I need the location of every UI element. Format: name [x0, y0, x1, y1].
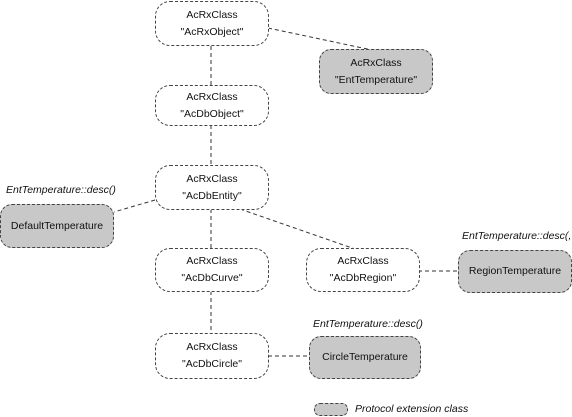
- acdbregion-line1: AcRxClass: [337, 255, 389, 267]
- acdbcurve-line2: "AcDbCurve": [181, 272, 243, 284]
- acdbobject-line1: AcRxClass: [186, 90, 238, 103]
- acdbentity-line1: AcRxClass: [186, 172, 238, 185]
- legend-label: Protocol extension class: [355, 403, 469, 415]
- link-acdbentity-acdbregion: [239, 208, 356, 250]
- acrxobject-line2: "AcRxObject": [180, 25, 244, 38]
- acrxobject-line1: AcRxClass: [186, 8, 238, 21]
- circletemperature-node: CircleTemperature: [309, 336, 421, 379]
- acdbcircle-line2: "AcDbCircle": [182, 358, 242, 370]
- enttemperature-line1: AcRxClass: [350, 56, 402, 69]
- enttemperature-line2: "EntTemperature": [334, 73, 418, 86]
- acdbentity-line2: "AcDbEntity": [182, 189, 242, 202]
- defaulttemperature-node: DefaultTemperature: [0, 204, 114, 248]
- circletemperature-label: CircleTemperature: [322, 351, 408, 363]
- acdbcurve-line1: AcRxClass: [186, 255, 238, 267]
- link-acdbentity-defaulttemperature: [113, 199, 156, 213]
- acdbcurve-node: AcRxClass "AcDbCurve": [155, 248, 269, 292]
- defaulttemperature-label: DefaultTemperature: [10, 219, 104, 232]
- enttemperature-node: AcRxClass "EntTemperature": [319, 49, 433, 94]
- default-desc-label: EntTemperature::desc(): [6, 184, 116, 196]
- acdbregion-line2: "AcDbRegion": [329, 272, 397, 284]
- regiontemperature-label: RegionTemperature: [468, 265, 562, 277]
- acdbcircle-node: AcRxClass "AcDbCircle": [155, 333, 269, 379]
- acdbregion-node: AcRxClass "AcDbRegion": [306, 248, 420, 292]
- regiontemperature-node: RegionTemperature: [458, 250, 572, 293]
- link-acrxobject-enttemperature: [267, 27, 373, 51]
- acrxobject-node: AcRxClass "AcRxObject": [155, 1, 269, 46]
- acdbentity-node: AcRxClass "AcDbEntity": [155, 165, 269, 210]
- circle-desc-label: EntTemperature::desc(): [313, 318, 423, 330]
- acdbobject-line2: "AcDbObject": [180, 107, 244, 120]
- acdbobject-node: AcRxClass "AcDbObject": [155, 85, 269, 126]
- region-desc-label: EntTemperature::desc(,: [462, 230, 572, 242]
- acdbcircle-line1: AcRxClass: [186, 341, 238, 353]
- legend-swatch: [314, 403, 348, 416]
